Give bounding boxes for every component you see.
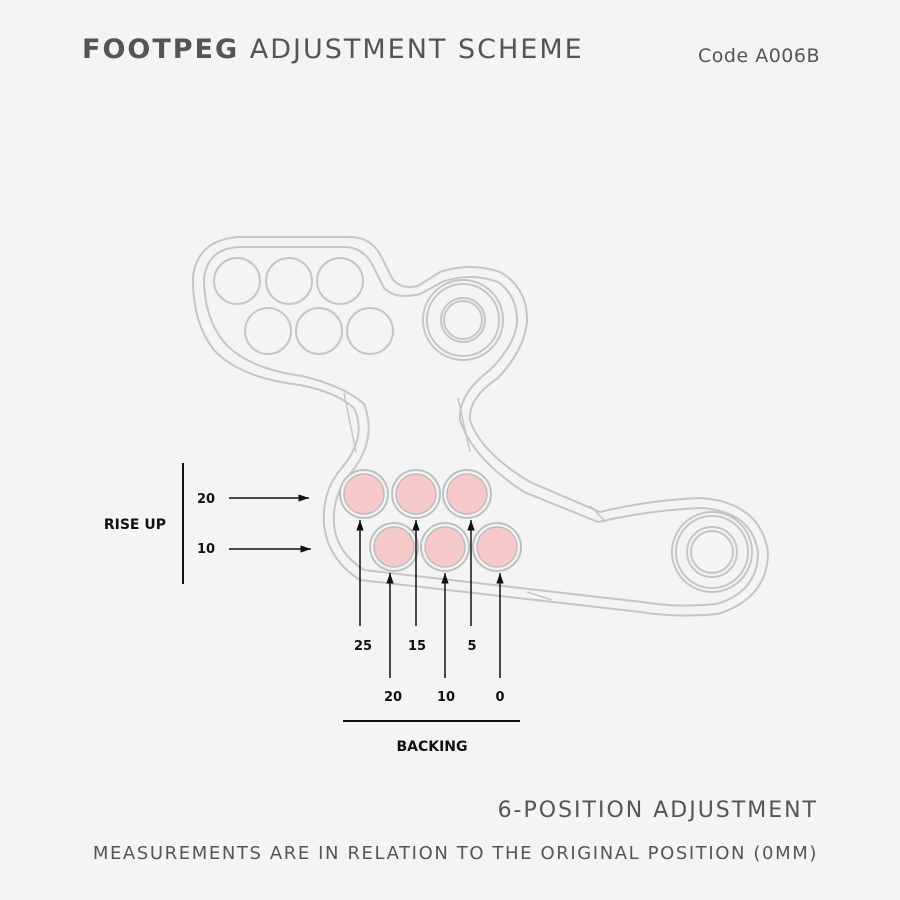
- backing-label: BACKING: [396, 739, 467, 755]
- adjustment-holes: [339, 469, 522, 572]
- backing-value-20: 20: [384, 690, 402, 705]
- hole-upper-3: [442, 469, 492, 519]
- pivot-boss-upper: [422, 279, 504, 361]
- hole-upper-1: [339, 469, 389, 519]
- hole-upper-2: [391, 469, 441, 519]
- rise-up-label: RISE UP: [104, 517, 166, 533]
- backing-value-0: 0: [495, 690, 504, 705]
- backing-value-15: 15: [408, 639, 426, 654]
- measurement-note: MEASUREMENTS ARE IN RELATION TO THE ORIG…: [92, 843, 818, 864]
- hole-lower-1: [369, 522, 419, 572]
- backing-value-10: 10: [437, 690, 455, 705]
- rise-up-scale: RISE UP 20 10: [104, 463, 311, 584]
- hole-lower-2: [420, 522, 470, 572]
- rise-up-value-10: 10: [197, 542, 215, 557]
- rise-up-value-20: 20: [197, 492, 215, 507]
- backing-value-5: 5: [467, 639, 476, 654]
- title-bold: FOOTPEG: [82, 34, 240, 65]
- pivot-boss-lower: [671, 511, 753, 593]
- bracket-outline: [191, 236, 770, 617]
- page-title: FOOTPEG ADJUSTMENT SCHEME: [82, 34, 584, 65]
- backing-scale: 25 15 5 20 10 0 BACKING: [343, 520, 520, 755]
- positions-caption: 6-POSITION ADJUSTMENT: [497, 798, 818, 823]
- title-rest: ADJUSTMENT SCHEME: [249, 34, 584, 65]
- product-code: Code A006B: [698, 45, 820, 67]
- upper-mount-holes: [213, 257, 394, 355]
- hole-lower-3: [472, 522, 522, 572]
- backing-value-25: 25: [354, 639, 372, 654]
